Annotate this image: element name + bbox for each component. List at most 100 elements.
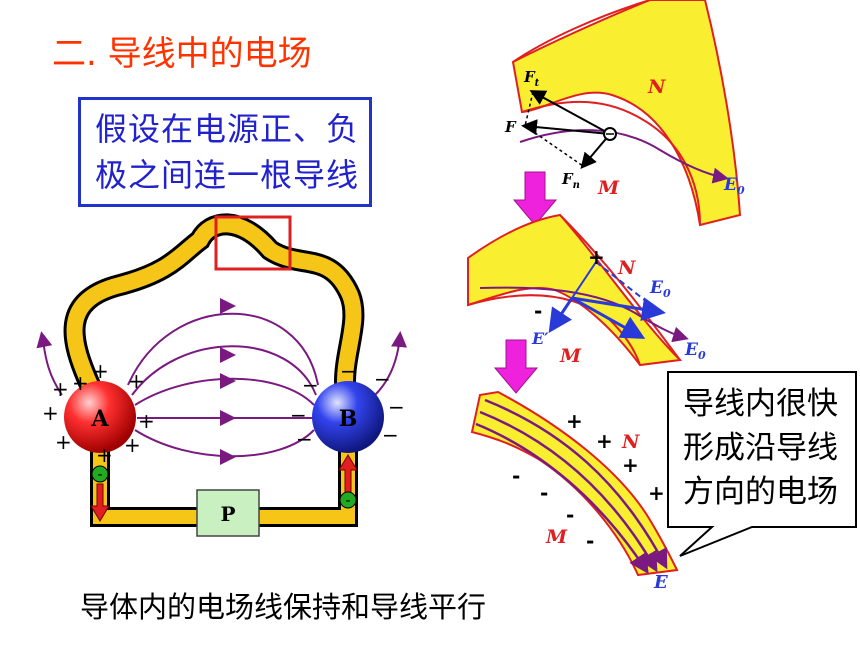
label-m3: M xyxy=(545,526,568,548)
arrow-up-icon xyxy=(338,454,358,495)
minus-sign: - xyxy=(540,481,548,505)
field-line xyxy=(127,312,319,386)
svg-text:E0: E0 xyxy=(684,340,706,362)
label-f: F xyxy=(504,118,517,136)
plus-sign: + xyxy=(588,245,605,269)
minus-sign: − xyxy=(296,427,313,451)
field-line xyxy=(131,345,317,396)
wire-top xyxy=(66,216,362,393)
electron-right: - xyxy=(338,454,358,509)
svg-text:Fn: Fn xyxy=(561,170,580,191)
sphere-a xyxy=(64,381,136,453)
page-title: 二. 导线中的电场 xyxy=(52,34,312,74)
plus-sign: + xyxy=(648,481,665,505)
callout-text: 导线内很快 形成沿导线 方向的电场 xyxy=(665,372,855,527)
highlight-square xyxy=(214,215,292,271)
svg-text:Ft: Ft xyxy=(523,68,540,89)
minus-sign: - xyxy=(586,529,594,553)
arrow-down-icon xyxy=(90,483,110,522)
plus-sign: + xyxy=(138,409,155,433)
sphere-a-label: A xyxy=(90,406,109,432)
force-f xyxy=(521,119,611,136)
field-line xyxy=(475,422,649,575)
vector-e0 xyxy=(571,296,666,322)
vector-resultant xyxy=(571,296,646,339)
label-ft: F xyxy=(523,68,536,86)
callout-bubble xyxy=(667,371,857,557)
label-eprime: E′ xyxy=(531,329,549,348)
bottom-caption: 导体内的电场线保持和导线平行 xyxy=(80,590,487,624)
plus-sign: + xyxy=(596,429,613,453)
plus-sign: + xyxy=(124,433,141,457)
circuit: A B + + + + + + + + + − − − − − − − - xyxy=(36,213,408,537)
label-e0-2b: E xyxy=(684,340,699,360)
field-line xyxy=(479,410,658,573)
plus-sign: + xyxy=(42,401,59,425)
label-e3: E xyxy=(653,572,668,593)
svg-text:E0: E0 xyxy=(723,175,745,197)
plus-sign: + xyxy=(128,369,145,393)
box-p-label: P xyxy=(220,502,235,526)
minus-sign: - xyxy=(512,464,520,488)
vector-eprime xyxy=(548,297,574,333)
label-n3: N xyxy=(621,431,640,453)
panel-3: + + + + - - - - N M E xyxy=(470,390,679,593)
label-n1: N xyxy=(647,76,666,98)
assumption-line-2: 极之间连一根导线 xyxy=(95,156,360,194)
wire-segment-1 xyxy=(511,0,742,227)
field-line xyxy=(134,377,315,406)
minus-sign: − xyxy=(388,395,405,419)
field-line xyxy=(374,331,408,396)
panel-2: + - N M E0 E0 E′ xyxy=(467,213,706,367)
electron-left: - xyxy=(90,465,110,522)
minus-sign: − xyxy=(302,373,319,397)
sphere-b-label: B xyxy=(339,406,358,432)
wire-segment-3 xyxy=(470,390,679,577)
minus-sign: − xyxy=(290,403,307,427)
minus-sign: - xyxy=(534,299,542,323)
field-line xyxy=(36,331,63,396)
field-lines xyxy=(36,298,408,465)
minus-sign: − xyxy=(374,367,391,391)
charges-a: + + + + + + + + + xyxy=(42,359,155,467)
callout-line-3: 方向的电场 xyxy=(683,474,838,510)
wire-top-outline xyxy=(63,213,365,396)
panel3-charges: + + + + - - - - xyxy=(512,409,665,553)
box-p xyxy=(196,489,260,537)
assumption-line-1: 假设在电源正、负 xyxy=(95,110,360,148)
arrow-down-icon xyxy=(512,171,558,226)
plus-sign: + xyxy=(52,377,69,401)
field-curve xyxy=(519,129,729,184)
callout-line-2: 形成沿导线 xyxy=(683,430,838,466)
plus-sign: + xyxy=(55,430,72,454)
panel-1: Ft F Fn N M E0 xyxy=(504,0,745,227)
force-ft xyxy=(529,90,611,135)
svg-text:-: - xyxy=(345,493,350,509)
arrow-down-icon xyxy=(493,339,539,394)
plus-sign: + xyxy=(72,371,89,395)
label-e0-2a: E xyxy=(649,278,664,298)
wire-segment-2 xyxy=(467,213,683,367)
field-lines-parallel xyxy=(475,398,668,575)
callout-line-1: 导线内很快 xyxy=(683,386,838,422)
minus-sign: - xyxy=(566,503,574,527)
label-m1: M xyxy=(597,177,620,199)
sphere-b xyxy=(312,381,384,453)
minus-sign: − xyxy=(382,423,399,447)
field-line xyxy=(484,398,668,570)
plus-sign: + xyxy=(96,443,113,467)
assumption-box: 假设在电源正、负 极之间连一根导线 xyxy=(78,97,372,207)
label-e0-1: E xyxy=(723,175,738,195)
label-n2: N xyxy=(617,257,636,279)
plus-sign: + xyxy=(622,453,639,477)
field-line xyxy=(134,429,315,458)
plus-sign: + xyxy=(566,409,583,433)
label-fn: F xyxy=(561,170,574,188)
charges-b: − − − − − − − xyxy=(290,359,405,451)
svg-text:-: - xyxy=(97,467,102,483)
minus-sign: − xyxy=(340,359,357,383)
plus-sign: + xyxy=(92,359,109,383)
label-m2: M xyxy=(559,345,582,367)
svg-text:E0: E0 xyxy=(649,278,671,300)
